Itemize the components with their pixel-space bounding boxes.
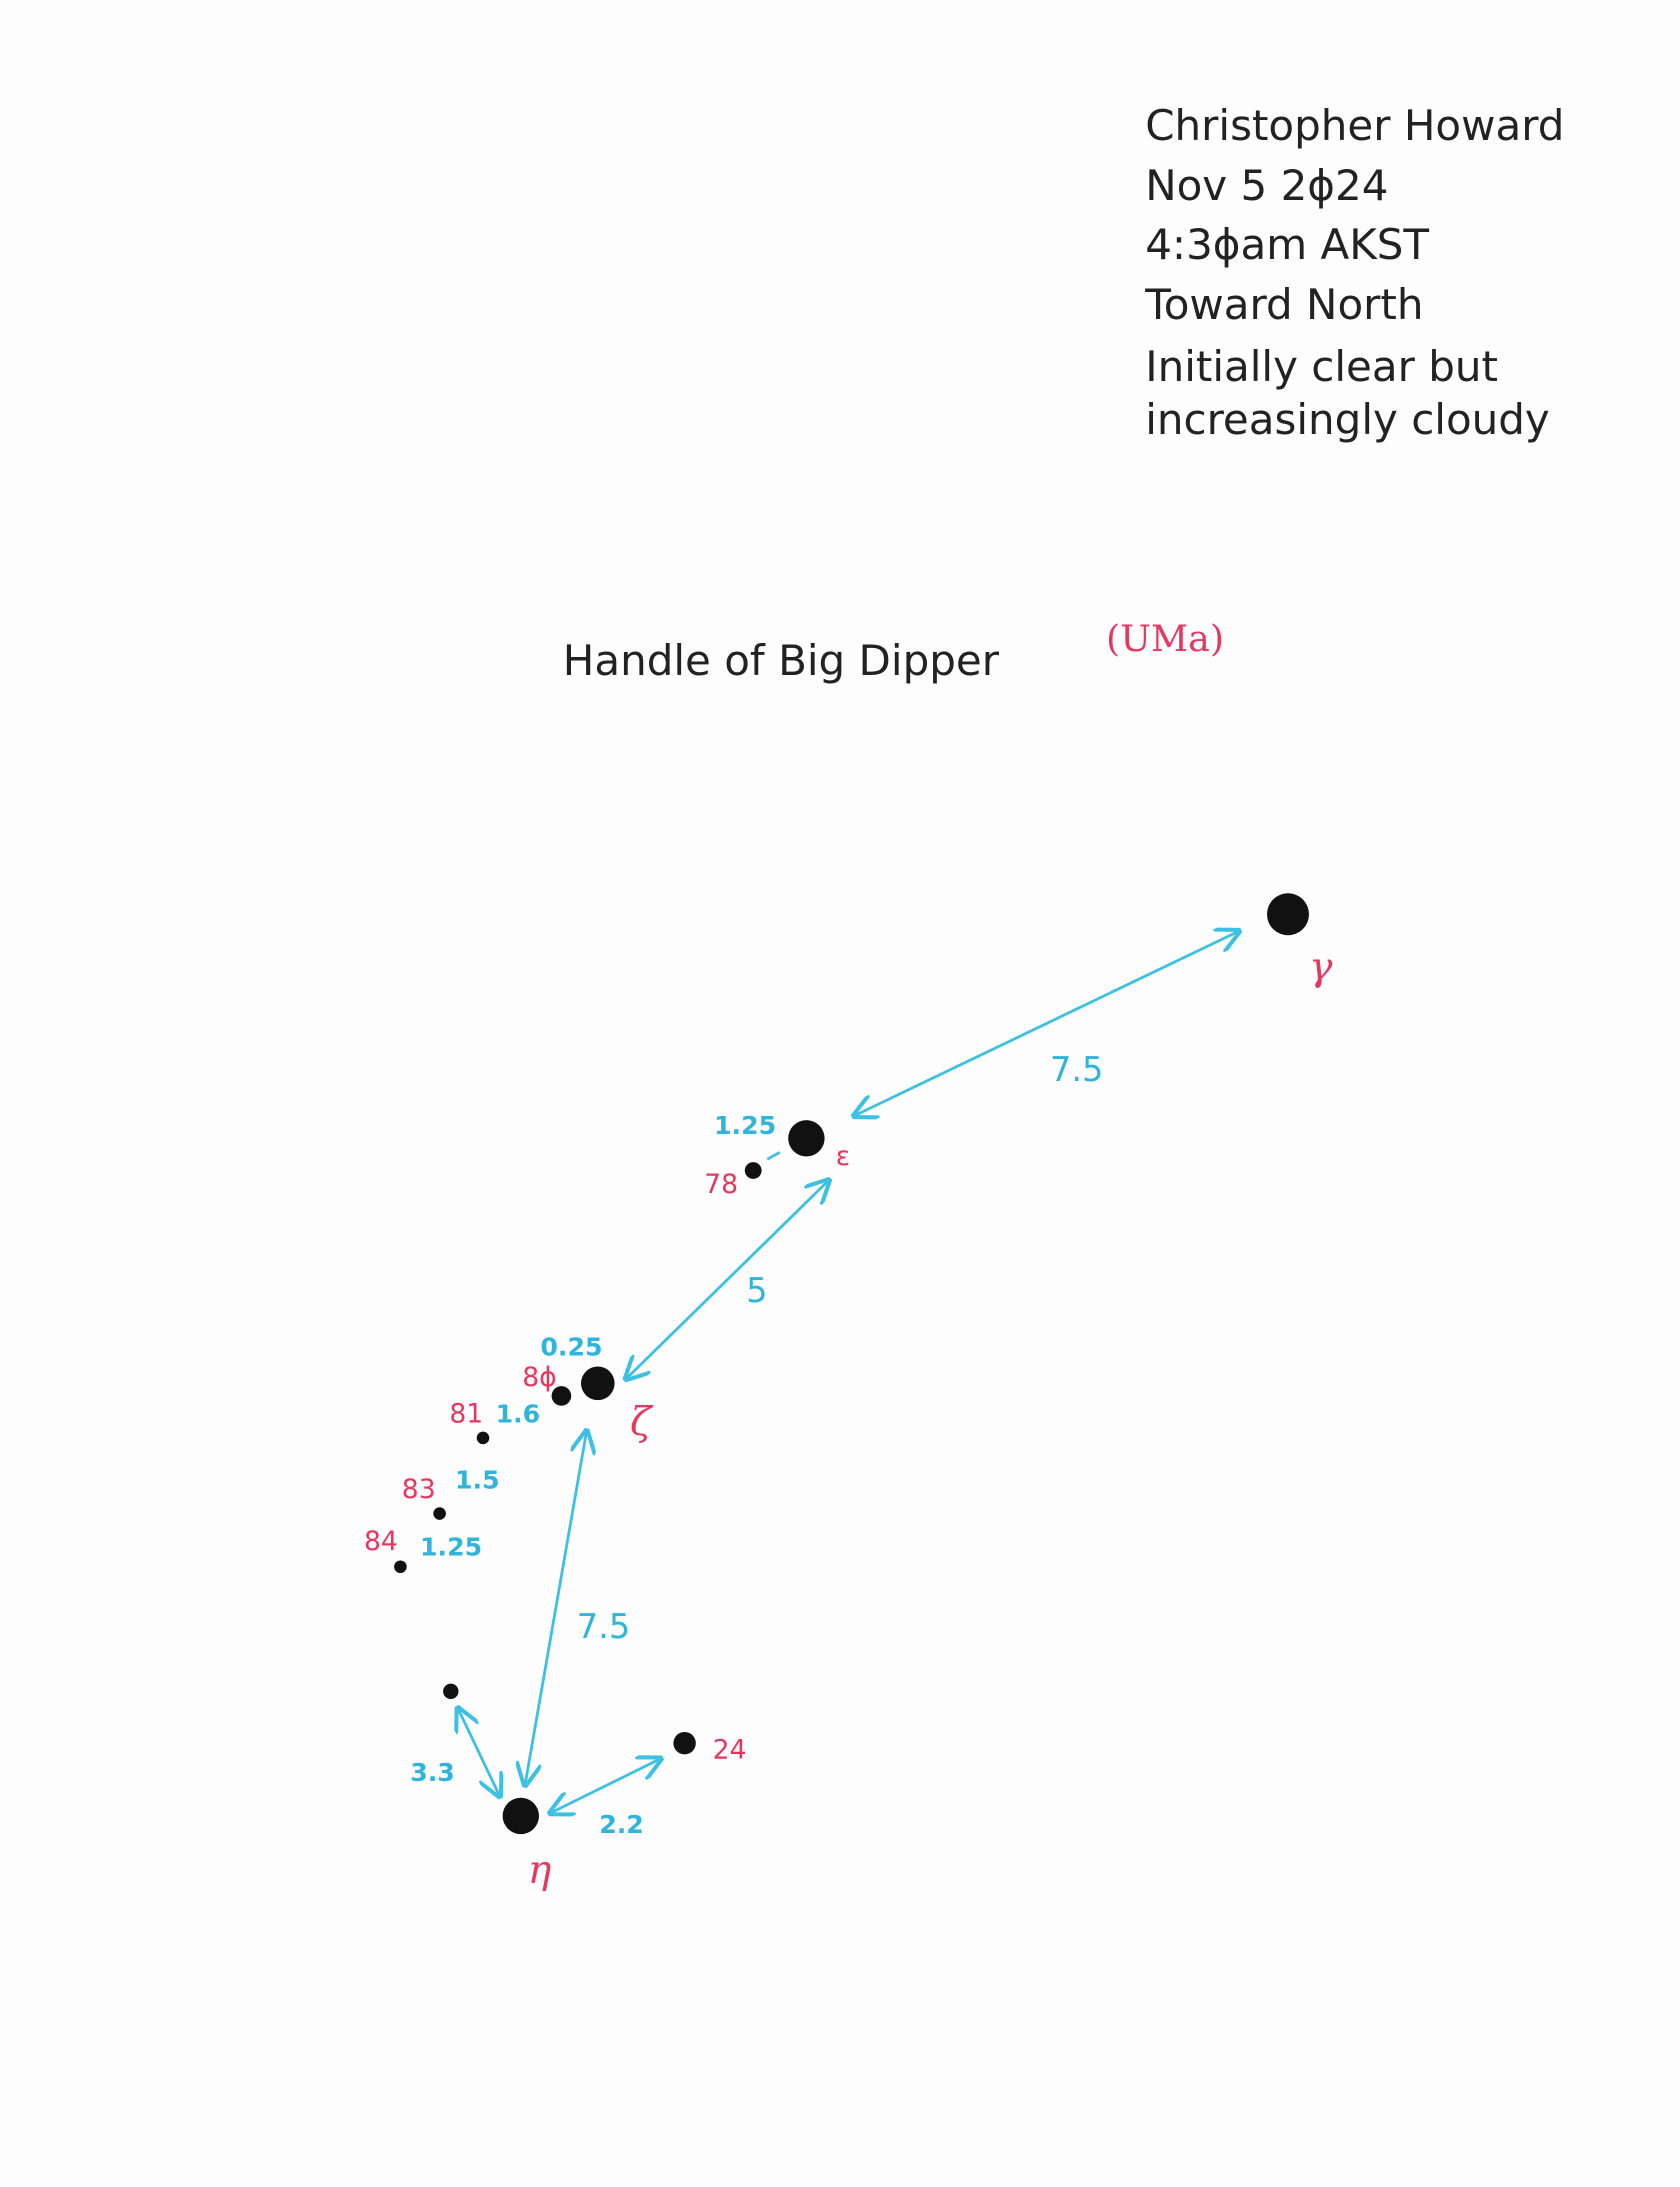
distance-epsilon-zeta: 5 bbox=[746, 1271, 767, 1310]
distance-eta-unnamed: 3.3 bbox=[410, 1758, 455, 1787]
star-83 bbox=[433, 1507, 446, 1520]
dash-epsilon-78 bbox=[766, 1151, 781, 1161]
observation-notes: Christopher Howard Nov 5 2ϕ24 4:3ϕam AKS… bbox=[1144, 101, 1564, 444]
distance-81: 1.6 bbox=[496, 1400, 541, 1429]
label-78: 78 bbox=[704, 1169, 738, 1200]
arrow-gamma-epsilon bbox=[854, 931, 1239, 1116]
star-81 bbox=[476, 1431, 490, 1445]
distance-epsilon-78: 1.25 bbox=[714, 1111, 776, 1140]
star-24 bbox=[673, 1731, 696, 1755]
distance-zeta-80: 0.25 bbox=[540, 1332, 602, 1361]
label-gamma: γ bbox=[1309, 945, 1333, 990]
label-84: 84 bbox=[364, 1526, 398, 1557]
observer-name: Christopher Howard bbox=[1145, 101, 1564, 150]
observation-time: 4:3ϕam AKST bbox=[1145, 220, 1429, 269]
star-zeta bbox=[581, 1366, 615, 1401]
distance-gamma-epsilon: 7.5 bbox=[1050, 1050, 1103, 1089]
constellation-label: (UMa) bbox=[1106, 617, 1224, 660]
weather-line-2: increasingly cloudy bbox=[1145, 395, 1550, 444]
label-80: 8ϕ bbox=[522, 1362, 556, 1393]
observation-direction: Toward North bbox=[1144, 280, 1423, 329]
label-epsilon: ε bbox=[836, 1141, 850, 1172]
distance-83: 1.5 bbox=[455, 1465, 500, 1494]
arrow-epsilon-zeta bbox=[626, 1180, 829, 1379]
label-24: 24 bbox=[713, 1735, 747, 1766]
star-unnamed bbox=[443, 1683, 459, 1700]
arrow-zeta-eta bbox=[525, 1431, 587, 1785]
star-eta bbox=[502, 1797, 539, 1835]
chart-title: Handle of Big Dipper bbox=[563, 636, 1000, 685]
distance-eta-24: 2.2 bbox=[599, 1810, 644, 1839]
distance-84: 1.25 bbox=[420, 1533, 482, 1562]
label-81: 81 bbox=[449, 1399, 483, 1430]
arrow-eta-24 bbox=[550, 1759, 661, 1814]
star-84 bbox=[394, 1560, 407, 1574]
star-epsilon bbox=[788, 1120, 825, 1157]
star-78 bbox=[744, 1162, 762, 1179]
arrow-eta-unnamed bbox=[458, 1708, 500, 1796]
label-eta: η bbox=[528, 1848, 552, 1893]
weather-line-1: Initially clear but bbox=[1145, 342, 1498, 391]
observation-date: Nov 5 2ϕ24 bbox=[1145, 161, 1388, 210]
label-zeta: ζ bbox=[630, 1400, 654, 1445]
star-80 bbox=[551, 1386, 572, 1406]
star-gamma bbox=[1267, 893, 1309, 936]
distance-zeta-eta: 7.5 bbox=[577, 1607, 630, 1646]
label-83: 83 bbox=[402, 1474, 436, 1505]
